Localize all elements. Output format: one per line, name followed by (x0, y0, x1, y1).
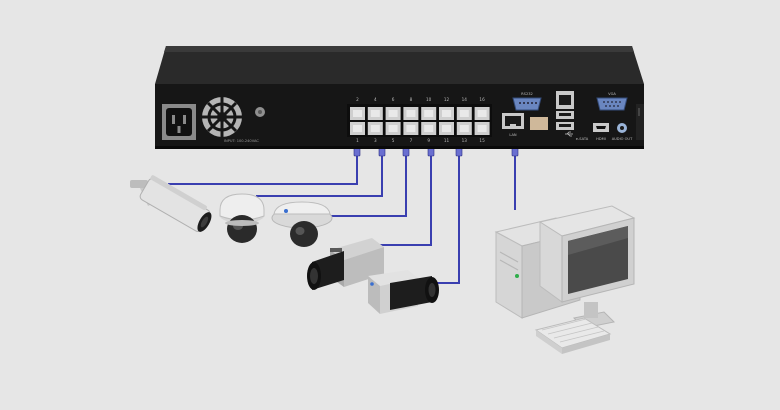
port-number: 8 (410, 97, 413, 102)
vga-label: VGA (608, 92, 616, 96)
hdmi-port: HDMI (593, 123, 609, 141)
rj45-port-socket (353, 110, 362, 117)
cable-camera-2 (256, 156, 383, 197)
rj45-port-socket (459, 125, 469, 132)
port-number: 9 (427, 138, 430, 143)
port-number: 7 (410, 138, 413, 143)
port-number: 2 (356, 97, 359, 102)
lan-port: LAN (502, 113, 548, 137)
cable-camera-4 (372, 156, 432, 246)
port-number: 5 (392, 138, 395, 143)
rj45-port-socket (406, 110, 416, 117)
network-cables (168, 156, 516, 284)
rj45-port-socket (406, 125, 416, 132)
box-camera (368, 270, 439, 314)
port-number: 16 (479, 97, 485, 102)
port-number: 11 (444, 138, 450, 143)
audio-out-label: AUDIO OUT (612, 137, 633, 141)
rj45-port-socket (442, 110, 451, 117)
port-numbers-top: 2 4 6 8 10 12 14 16 (356, 97, 485, 102)
bullet-camera (130, 175, 212, 232)
dome-camera (219, 193, 265, 243)
hdmi-label: HDMI (596, 137, 606, 141)
cable-camera-5 (410, 156, 460, 284)
cable-plugs (353, 147, 519, 157)
usb-ports: e-SATA (556, 91, 589, 141)
rj45-port-socket (459, 110, 469, 117)
rj45-port-socket (353, 125, 362, 132)
dome-camera (271, 201, 333, 247)
rj45-port-socket (442, 125, 451, 132)
rs232-label: RS232 (521, 92, 533, 96)
ground-screw-icon (255, 107, 265, 117)
rj45-port-socket (370, 110, 380, 117)
audio-out-port: AUDIO OUT (612, 123, 633, 141)
vga-port: VGA (596, 92, 628, 111)
iec-power-inlet-icon (162, 104, 196, 140)
port-number: 3 (374, 138, 377, 143)
rj45-port-socket (477, 125, 487, 132)
rj45-port-socket (424, 110, 434, 117)
port-number: 13 (462, 138, 468, 143)
cooling-fan-icon (202, 97, 242, 137)
esata-label: e-SATA (576, 137, 589, 141)
port-number: 15 (479, 138, 485, 143)
desktop-computer (494, 205, 636, 354)
port-number: 14 (462, 97, 468, 102)
port-number: 1 (356, 138, 359, 143)
rj45-port-socket (388, 110, 398, 117)
port-number: 12 (444, 97, 450, 102)
port-number: 10 (426, 97, 432, 102)
rs232-port: RS232 (512, 92, 542, 111)
usb-icon (565, 131, 573, 137)
cable-camera-3 (330, 156, 407, 217)
nvr-top-highlight (164, 46, 634, 52)
ports-top-row (350, 107, 490, 120)
cable-camera-1 (168, 156, 358, 185)
lan-label: LAN (509, 133, 517, 137)
port-number: 6 (392, 97, 395, 102)
rj45-port-socket (388, 125, 398, 132)
rj45-port-socket (424, 125, 434, 132)
port-number: 4 (374, 97, 377, 102)
rj45-port-socket (477, 110, 487, 117)
box-camera (307, 238, 384, 290)
ports-bottom-row (350, 122, 490, 135)
rj45-port-socket (370, 125, 380, 132)
power-input-label: INPUT: 100-240VAC (224, 139, 259, 143)
nvr-top-face (155, 46, 644, 84)
